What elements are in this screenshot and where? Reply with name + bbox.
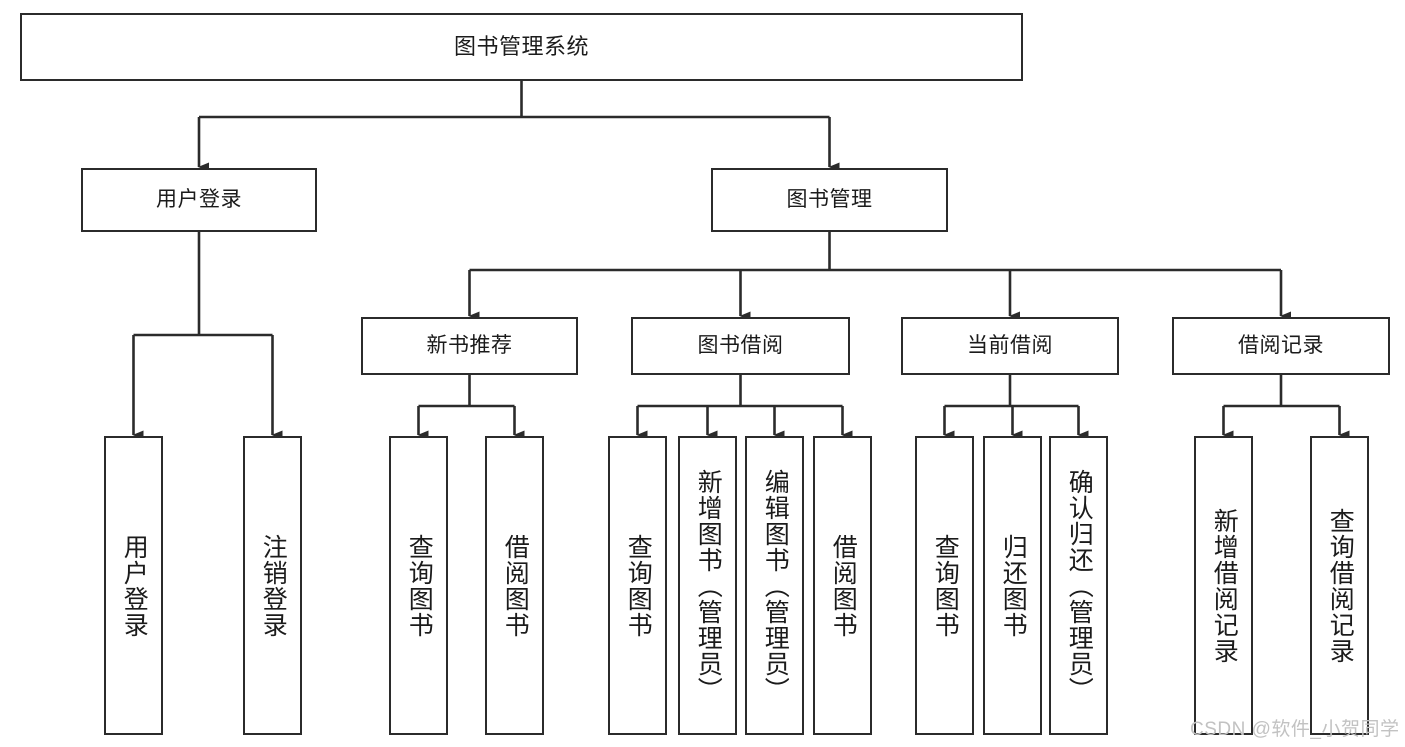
node-leaf-borrow-book-1[interactable]: 借阅图书 bbox=[485, 436, 544, 735]
node-borrow-record-label: 借阅记录 bbox=[1238, 334, 1324, 358]
connector-group bbox=[132, 81, 1350, 440]
node-leaf-query-book-2[interactable]: 查询图书 bbox=[608, 436, 667, 735]
node-leaf-confirm-return-label: 确认归还（管理员） bbox=[1065, 468, 1094, 703]
node-leaf-logout[interactable]: 注销登录 bbox=[243, 436, 302, 735]
node-user-login-label: 用户登录 bbox=[156, 188, 242, 212]
node-current-borrow[interactable]: 当前借阅 bbox=[901, 317, 1119, 375]
node-leaf-edit-book-label: 编辑图书（管理员） bbox=[761, 468, 790, 703]
node-leaf-query-book-1-label: 查询图书 bbox=[405, 533, 434, 638]
node-leaf-query-record-label: 查询借阅记录 bbox=[1326, 507, 1355, 664]
node-leaf-edit-book[interactable]: 编辑图书（管理员） bbox=[745, 436, 804, 735]
node-book-borrow[interactable]: 图书借阅 bbox=[631, 317, 850, 375]
node-leaf-borrow-book-2-label: 借阅图书 bbox=[829, 533, 858, 638]
node-leaf-user-login[interactable]: 用户登录 bbox=[104, 436, 163, 735]
node-book-manage-label: 图书管理 bbox=[786, 188, 873, 212]
node-leaf-query-book-1[interactable]: 查询图书 bbox=[389, 436, 448, 735]
node-new-book-recommend[interactable]: 新书推荐 bbox=[361, 317, 578, 375]
node-leaf-return-book[interactable]: 归还图书 bbox=[983, 436, 1042, 735]
node-leaf-borrow-book-1-label: 借阅图书 bbox=[501, 533, 530, 638]
node-leaf-query-record[interactable]: 查询借阅记录 bbox=[1310, 436, 1369, 735]
node-leaf-add-book[interactable]: 新增图书（管理员） bbox=[678, 436, 737, 735]
node-leaf-query-book-3-label: 查询图书 bbox=[931, 533, 960, 638]
node-root-label: 图书管理系统 bbox=[453, 33, 589, 59]
node-leaf-query-book-2-label: 查询图书 bbox=[624, 533, 653, 638]
node-leaf-add-record[interactable]: 新增借阅记录 bbox=[1194, 436, 1253, 735]
node-leaf-borrow-book-2[interactable]: 借阅图书 bbox=[813, 436, 872, 735]
node-current-borrow-label: 当前借阅 bbox=[967, 334, 1053, 358]
node-borrow-record[interactable]: 借阅记录 bbox=[1172, 317, 1390, 375]
node-user-login[interactable]: 用户登录 bbox=[81, 168, 317, 232]
node-leaf-add-book-label: 新增图书（管理员） bbox=[694, 468, 723, 703]
node-book-manage[interactable]: 图书管理 bbox=[711, 168, 948, 232]
node-leaf-query-book-3[interactable]: 查询图书 bbox=[915, 436, 974, 735]
node-book-borrow-label: 图书借阅 bbox=[697, 334, 784, 358]
node-new-book-recommend-label: 新书推荐 bbox=[426, 334, 513, 358]
node-root[interactable]: 图书管理系统 bbox=[20, 13, 1023, 81]
node-leaf-add-record-label: 新增借阅记录 bbox=[1210, 507, 1239, 664]
node-leaf-confirm-return[interactable]: 确认归还（管理员） bbox=[1049, 436, 1108, 735]
node-leaf-user-login-label: 用户登录 bbox=[120, 533, 149, 638]
node-leaf-return-book-label: 归还图书 bbox=[999, 533, 1028, 638]
node-leaf-logout-label: 注销登录 bbox=[259, 533, 288, 638]
